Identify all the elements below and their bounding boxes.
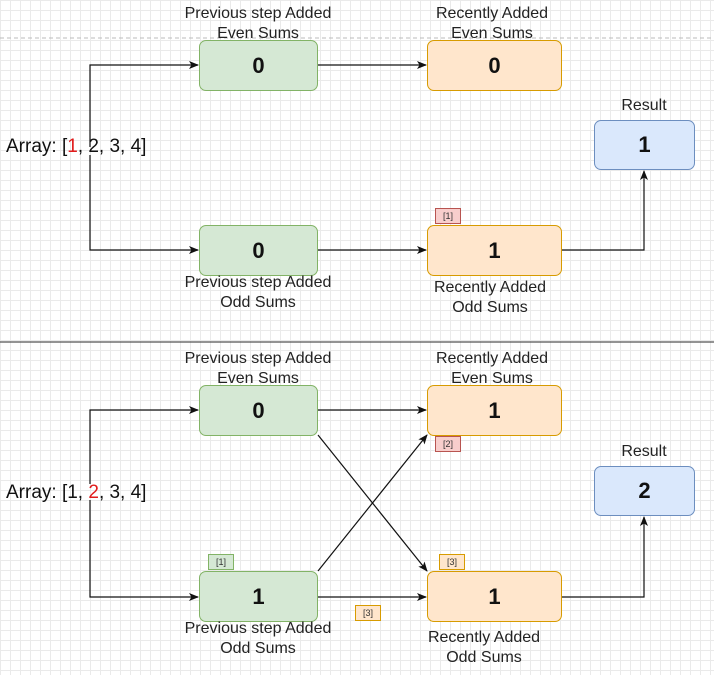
p1-recent-odd-tag: [1] — [435, 208, 461, 224]
p1-prev-odd-label: Previous step Added Odd Sums — [184, 274, 332, 311]
p2-recent-odd-node: 1 — [427, 571, 562, 622]
p2-prev-even-label: Previous step Added Even Sums — [184, 350, 332, 387]
p1-recent-even-node: 0 — [427, 40, 562, 91]
p2-edge-prev-odd-to-recent-even — [317, 434, 428, 572]
p1-array-highlight: 1 — [67, 136, 78, 157]
p2-recent-odd-label: Recently Added Odd Sums — [427, 629, 541, 666]
p1-recent-odd-node: 1 — [427, 225, 562, 276]
p1-edge-recent-odd-to-result — [562, 170, 648, 251]
p2-edge-array-to-prev-even — [89, 406, 199, 484]
p2-prev-even-node: 0 — [199, 385, 318, 436]
p2-result-node: 2 — [594, 466, 695, 516]
p2-edge-tag: [3] — [355, 605, 381, 621]
p2-array-highlight: 2 — [88, 482, 99, 503]
p2-recent-odd-tag: [3] — [439, 554, 465, 570]
p2-recent-even-node: 1 — [427, 385, 562, 436]
p1-edge-array-to-prev-even — [89, 61, 199, 147]
p1-edge-array-to-prev-odd — [89, 155, 199, 254]
p2-prev-odd-label: Previous step Added Odd Sums — [184, 620, 332, 657]
p2-edge-array-to-prev-odd — [89, 500, 199, 601]
p1-prev-even-label: Previous step Added Even Sums — [184, 5, 332, 42]
p1-recent-even-label: Recently Added Even Sums — [435, 5, 549, 42]
p1-array-label: Array: [1, 2, 3, 4] — [6, 136, 147, 157]
p1-result-node: 1 — [594, 120, 695, 170]
p1-prev-even-node: 0 — [199, 40, 318, 91]
p2-recent-even-label: Recently Added Even Sums — [435, 350, 549, 387]
p2-recent-even-tag: [2] — [435, 436, 461, 452]
p2-result-label: Result — [621, 443, 667, 460]
p2-array-label: Array: [1, 2, 3, 4] — [6, 482, 147, 503]
p2-edge-recent-odd-to-result — [562, 516, 648, 598]
p2-prev-odd-node: 1 — [199, 571, 318, 622]
p2-prev-odd-tag: [1] — [208, 554, 234, 570]
p1-result-label: Result — [621, 97, 667, 114]
p1-recent-odd-label: Recently Added Odd Sums — [433, 279, 547, 316]
p1-prev-odd-node: 0 — [199, 225, 318, 276]
